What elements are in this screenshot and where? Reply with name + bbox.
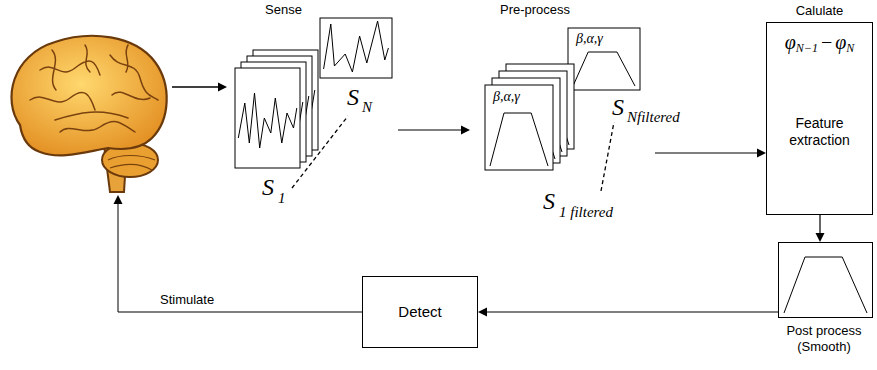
signal-symbol: S bbox=[612, 94, 624, 120]
stage-heading: Post process (Smooth) bbox=[774, 323, 874, 354]
detect-box: Detect bbox=[362, 276, 478, 348]
subscript: N bbox=[846, 41, 854, 55]
brain-illustration bbox=[11, 36, 166, 192]
postprocess-box: Post process (Smooth) bbox=[778, 242, 873, 318]
signal-trace bbox=[238, 93, 296, 148]
connector-line bbox=[655, 152, 758, 153]
process-text: Detect bbox=[398, 303, 441, 321]
preprocess-stack: Pre-process β,α,γ β,α,γ bbox=[470, 0, 655, 180]
formula-row: φN−1−φN bbox=[767, 31, 872, 53]
signal-trace bbox=[324, 21, 389, 72]
cerebellum-folds bbox=[108, 156, 155, 171]
phi-symbol: φ bbox=[785, 31, 796, 53]
connector-line bbox=[398, 129, 462, 130]
arrow-head bbox=[816, 233, 825, 242]
signal-symbol: S bbox=[347, 84, 359, 110]
connector-line bbox=[819, 215, 820, 234]
connector-line bbox=[486, 311, 778, 312]
arrow-head bbox=[114, 195, 123, 204]
connector-arrow bbox=[816, 215, 825, 242]
plot-frame bbox=[485, 85, 553, 170]
connector-arrow bbox=[478, 308, 778, 317]
subscript: N−1 bbox=[796, 41, 818, 55]
arrow-line bbox=[118, 203, 362, 312]
arrow-head bbox=[218, 83, 227, 92]
band-label: β,α,γ bbox=[576, 31, 603, 48]
arrow-line bbox=[172, 86, 219, 88]
plot-frame bbox=[320, 18, 392, 78]
dashed-leader bbox=[601, 122, 614, 191]
arrow-head bbox=[757, 149, 766, 158]
signal-symbol: S bbox=[262, 174, 274, 200]
plot-frame bbox=[568, 28, 640, 90]
filter-curve bbox=[784, 257, 867, 313]
subscript: N bbox=[362, 99, 372, 116]
brain-gyri bbox=[30, 45, 158, 132]
filter-curve bbox=[573, 52, 635, 86]
arrow-head bbox=[461, 126, 470, 135]
phi-symbol: φ bbox=[835, 31, 846, 53]
plot-graphic bbox=[228, 0, 398, 180]
subscript: 1 filtered bbox=[559, 204, 613, 221]
stage-heading: Calulate bbox=[767, 3, 872, 19]
stage-heading: Sense bbox=[265, 2, 302, 18]
connector-arrow bbox=[655, 149, 766, 158]
arrow-label: Stimulate bbox=[160, 292, 214, 308]
calculate-box: CalulateφN−1−φNFeature extraction bbox=[766, 22, 873, 215]
plot-frame bbox=[235, 68, 300, 168]
signal-symbol: S bbox=[543, 188, 555, 214]
stage-heading: Pre-process bbox=[500, 2, 570, 18]
stimulate-arrow bbox=[114, 195, 363, 312]
filter-curve bbox=[490, 113, 548, 166]
sense-arrow bbox=[172, 83, 227, 92]
plot-graphic bbox=[779, 243, 872, 317]
subscript: 1 bbox=[278, 190, 286, 207]
process-text: Feature extraction bbox=[771, 115, 868, 149]
subscript: Nfiltered bbox=[627, 109, 680, 126]
cerebrum bbox=[11, 36, 166, 156]
sense-stack: Sense bbox=[228, 0, 398, 180]
minus-sign: − bbox=[821, 31, 832, 53]
connector-arrow bbox=[398, 126, 470, 135]
arrow-head bbox=[478, 308, 487, 317]
band-label: β,α,γ bbox=[493, 89, 520, 106]
